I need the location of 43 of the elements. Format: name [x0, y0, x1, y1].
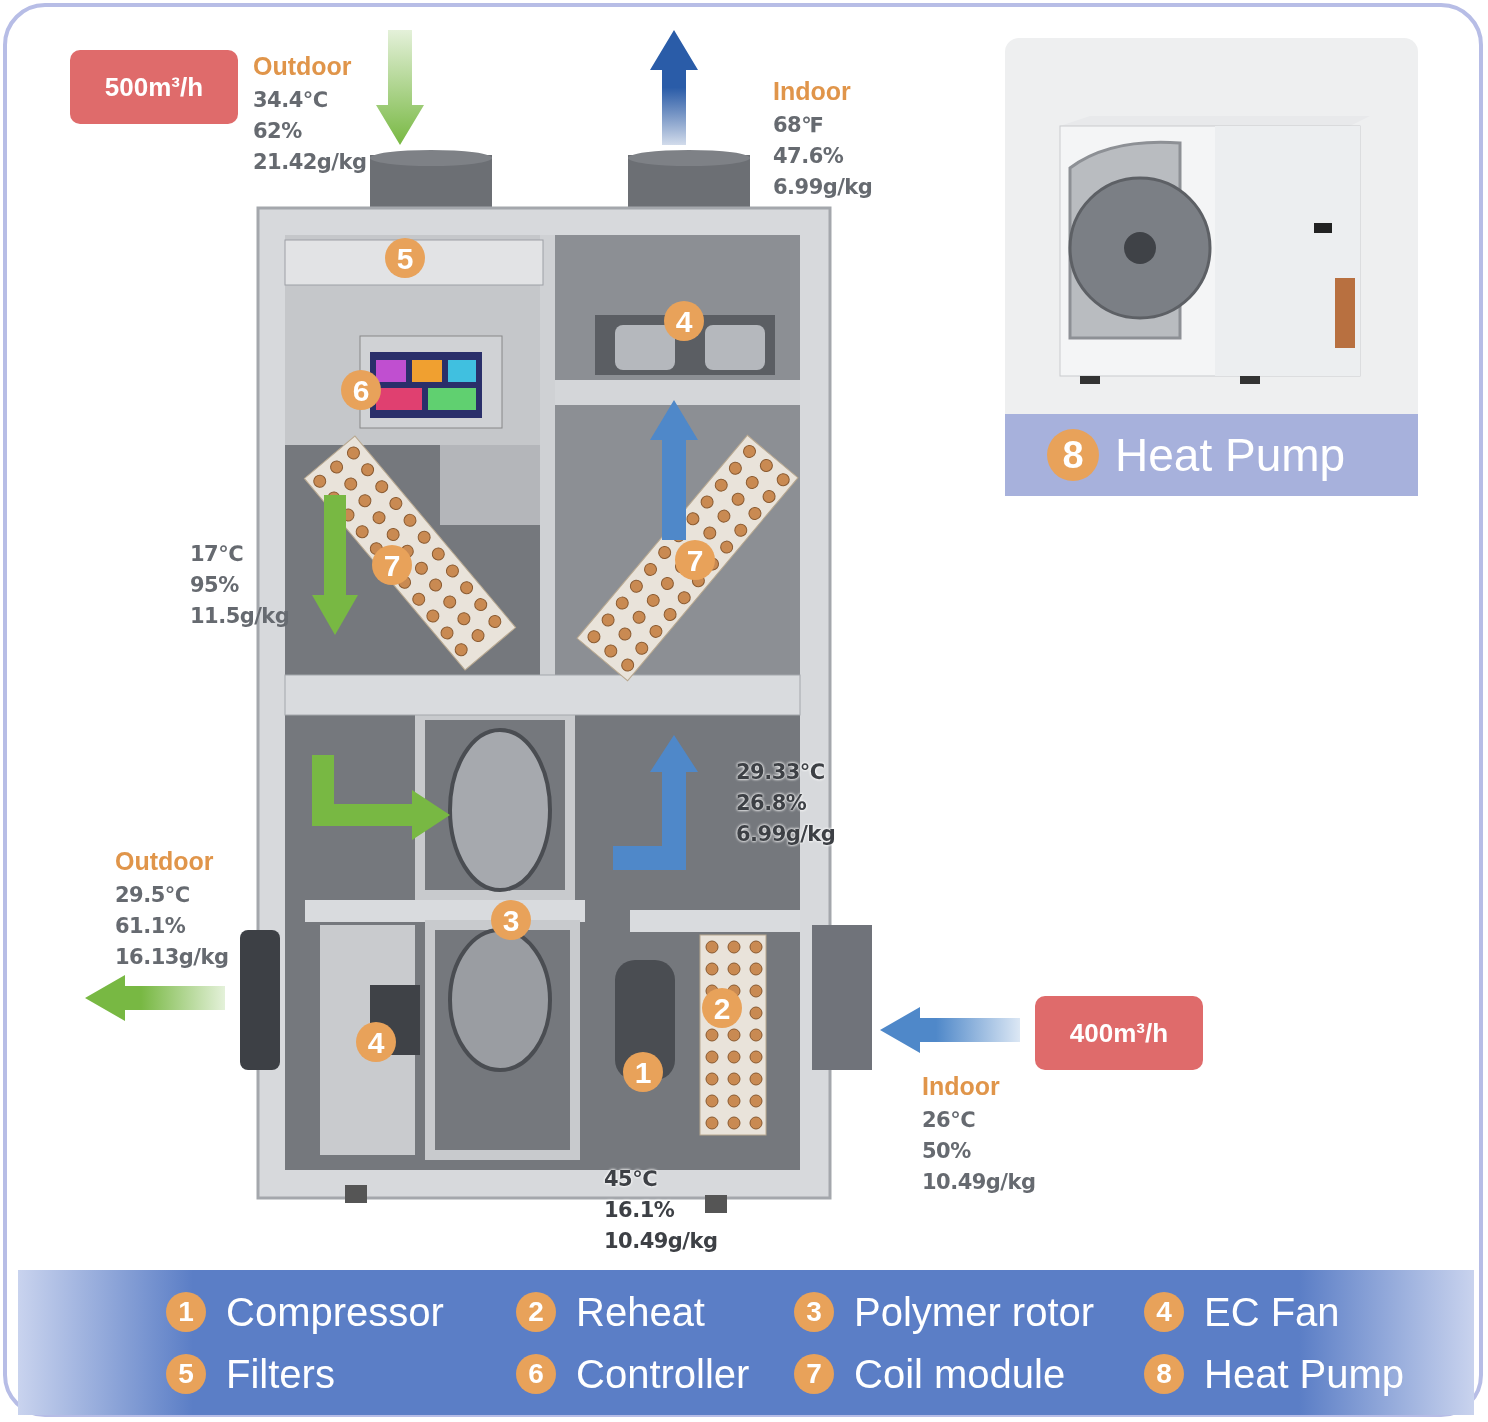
callout-number: 6 — [516, 1353, 556, 1394]
air-reading: 21.42g/kg — [253, 149, 367, 176]
callout-number: 2 — [516, 1291, 556, 1332]
part-name: Heat Pump — [1204, 1350, 1405, 1398]
legend-band — [18, 1270, 1474, 1415]
part-name: Reheat — [576, 1288, 705, 1336]
air-reading: 68℉ — [773, 112, 824, 139]
callout-number: 1 — [166, 1291, 206, 1332]
location-heading: Outdoor — [253, 51, 352, 82]
air-reading: 17℃ — [190, 541, 244, 568]
air-reading: 29.5℃ — [115, 882, 190, 909]
part-name: Filters — [226, 1350, 335, 1398]
airflow-rate-box: 400m³/h — [1035, 996, 1203, 1070]
air-reading: 61.1% — [115, 913, 186, 940]
air-reading: 10.49g/kg — [922, 1169, 1036, 1196]
air-reading: 16.1% — [604, 1197, 675, 1224]
callout-number: 3 — [794, 1291, 834, 1332]
location-heading: Indoor — [922, 1071, 1000, 1102]
air-reading: 50% — [922, 1138, 971, 1165]
airflow-rate-box: 500m³/h — [70, 50, 238, 124]
part-name: Coil module — [854, 1350, 1066, 1398]
heat-pump-card — [1005, 38, 1418, 496]
air-reading: 47.6% — [773, 143, 844, 170]
air-reading: 26℃ — [922, 1107, 976, 1134]
part-name: Polymer rotor — [854, 1288, 1095, 1336]
part-name: Controller — [576, 1350, 750, 1398]
card-title: Heat Pump — [1115, 427, 1346, 483]
air-reading: 16.13g/kg — [115, 944, 229, 971]
air-reading: 95% — [190, 572, 239, 599]
location-heading: Indoor — [773, 76, 851, 107]
callout-number: 5 — [166, 1353, 206, 1394]
air-reading: 6.99g/kg — [773, 174, 873, 201]
air-reading: 10.49g/kg — [604, 1228, 718, 1255]
callout-number: 4 — [1144, 1291, 1184, 1332]
callout-number: 8 — [1047, 429, 1099, 481]
air-reading: 34.4℃ — [253, 87, 328, 114]
part-name: Compressor — [226, 1288, 444, 1336]
air-reading: 45℃ — [604, 1166, 658, 1193]
callout-number: 7 — [794, 1353, 834, 1394]
air-reading: 62% — [253, 118, 302, 145]
part-name: EC Fan — [1204, 1288, 1340, 1336]
location-heading: Outdoor — [115, 846, 214, 877]
callout-number: 8 — [1144, 1353, 1184, 1394]
